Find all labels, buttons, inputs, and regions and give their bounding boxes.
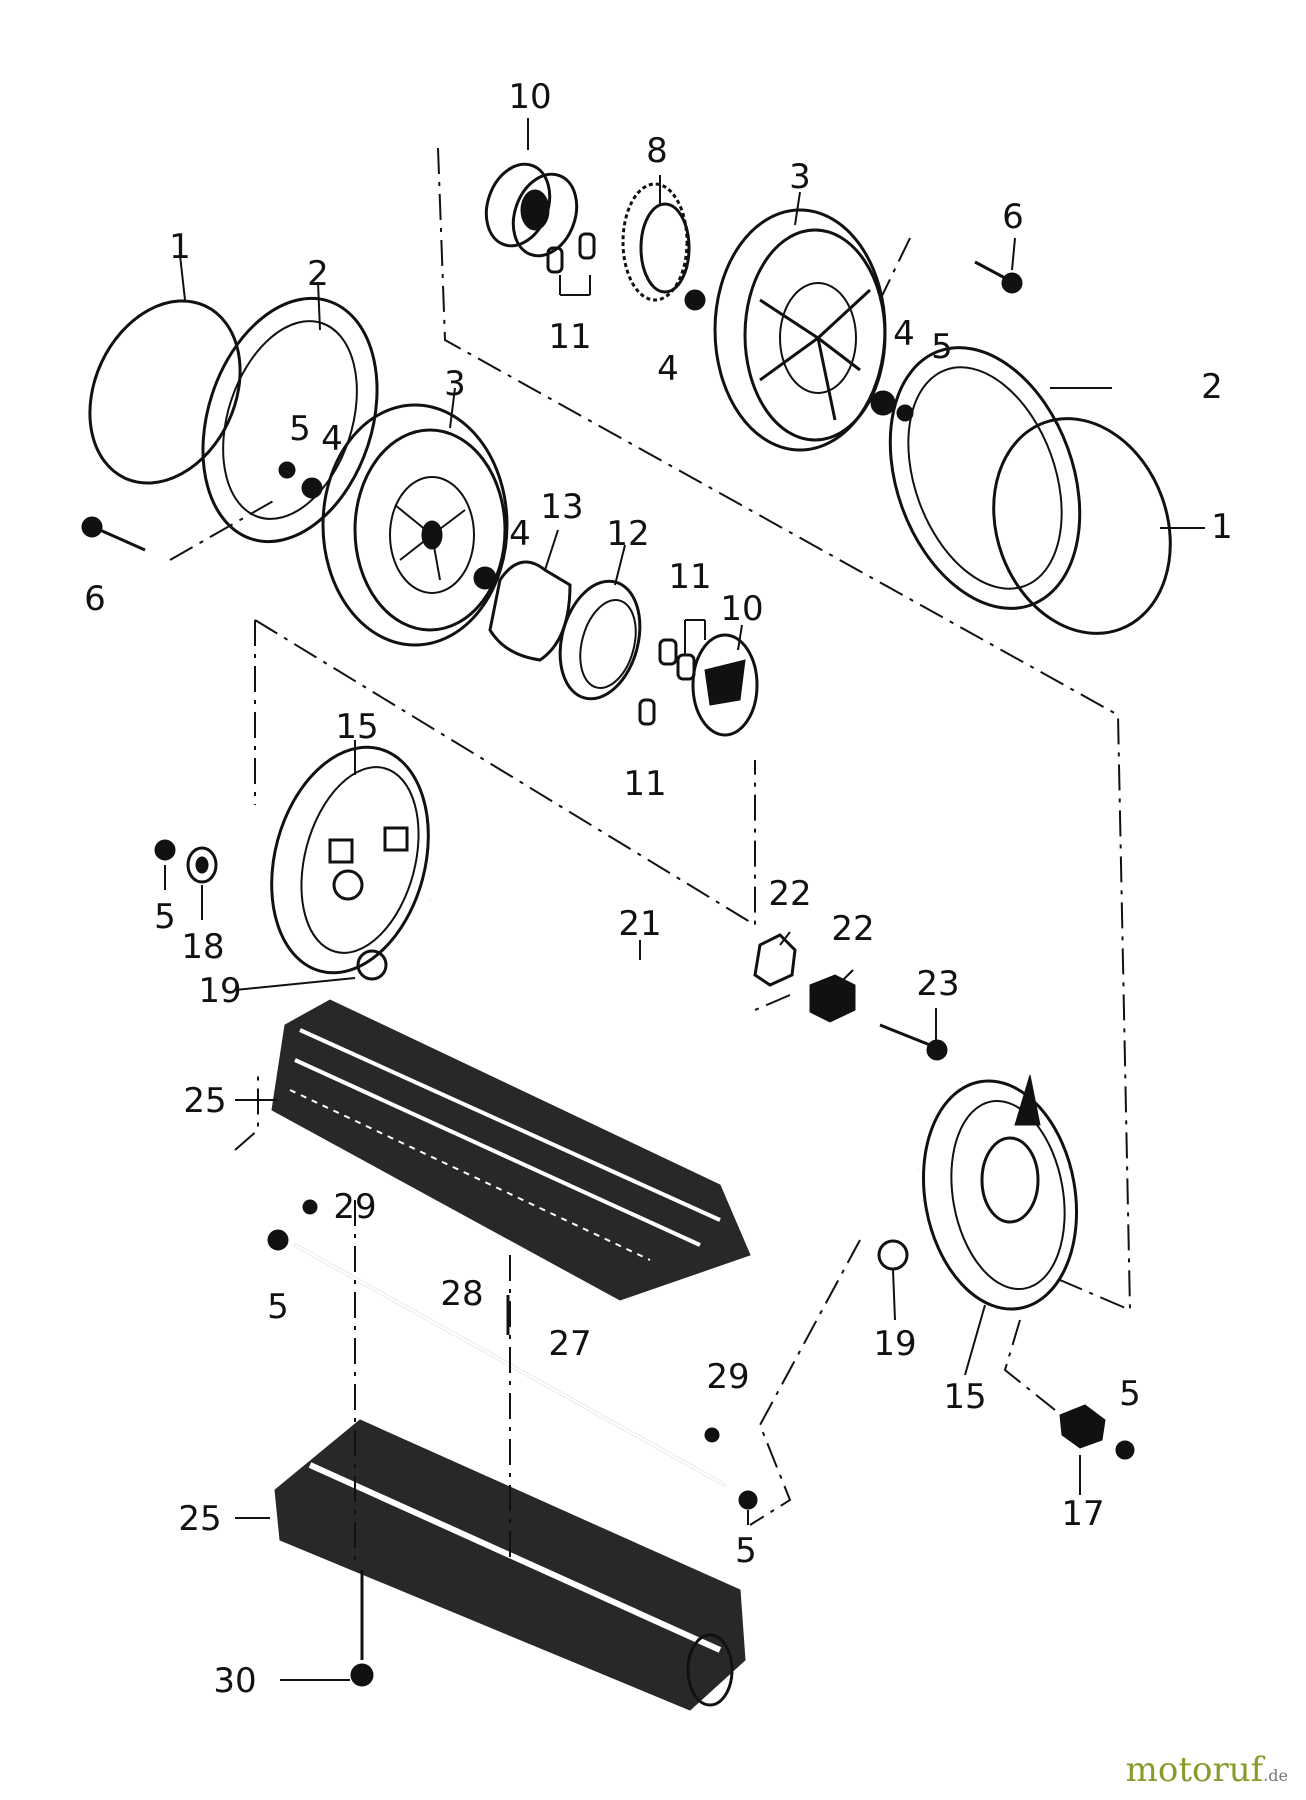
callout-29-right: 29: [706, 1357, 749, 1397]
side-plate-15-left: [270, 745, 430, 975]
callout-4-mid: 4: [509, 514, 531, 554]
watermark-brand: motoruf: [1125, 1750, 1264, 1790]
assembly-lines: [169, 147, 1132, 1560]
callout-1-left: 1: [169, 227, 191, 267]
cap-5-right: [896, 404, 914, 422]
ring-1-right: [992, 417, 1172, 635]
ring-1-left: [88, 299, 242, 485]
callout-23: 23: [916, 964, 959, 1004]
callout-1-right: 1: [1211, 507, 1233, 547]
key-29-right: [704, 1427, 720, 1443]
cap-5-shaft-left: [267, 1229, 289, 1251]
bushing-19-right: [877, 1239, 909, 1271]
callout-3-top: 3: [789, 157, 811, 197]
callout-5-far-left: 5: [154, 897, 176, 937]
tyre-2-right: [888, 346, 1082, 610]
ball-4-left: [301, 477, 323, 499]
callout-11-mid-bottom: 11: [623, 764, 666, 804]
screw-6-left: [81, 516, 146, 552]
clip-22-right: [809, 974, 856, 1023]
bushing-17: [1059, 1404, 1106, 1449]
callout-2-left: 2: [307, 254, 329, 294]
brush-25-upper: [271, 999, 751, 1301]
callout-17: 17: [1061, 1494, 1104, 1534]
callout-18: 18: [181, 927, 224, 967]
pin-11-top: [546, 232, 596, 274]
side-plate-15-right: [921, 1074, 1079, 1311]
cap-5-shaft-right: [738, 1490, 758, 1510]
callout-4-right: 4: [893, 314, 915, 354]
callout-15-left: 15: [335, 707, 378, 747]
ball-4-right: [870, 390, 896, 416]
leader-lines: [164, 118, 1205, 1681]
callout-29-left: 29: [333, 1187, 376, 1227]
callout-3-left: 3: [444, 364, 466, 404]
watermark-suffix: .de: [1263, 1766, 1288, 1785]
cap-5-far-left: [154, 839, 176, 861]
callout-10-top: 10: [508, 77, 551, 117]
callout-labels: 10 8 3 6 1 2 11 4 4 5 2 3 5 4 1 13 4 12 …: [84, 77, 1233, 1701]
hub-10-top: [484, 162, 579, 258]
callout-5-far-right: 5: [1119, 1374, 1141, 1414]
cap-5-left: [278, 461, 296, 479]
callout-4-left: 4: [321, 419, 343, 459]
callout-5-shaft-left: 5: [267, 1287, 289, 1327]
callout-10-mid: 10: [720, 589, 763, 629]
callout-5-right: 5: [931, 327, 953, 367]
callout-25-lower: 25: [178, 1499, 221, 1539]
callout-8: 8: [646, 131, 668, 171]
hub-10-mid: [691, 633, 759, 737]
callout-12: 12: [606, 514, 649, 554]
callout-22-left: 22: [768, 874, 811, 914]
callout-15-right: 15: [943, 1377, 986, 1417]
cap-5-far-right: [1115, 1440, 1135, 1460]
wheel-rim-3-top: [713, 208, 887, 452]
callout-2-right: 2: [1201, 367, 1223, 407]
callout-13: 13: [540, 487, 583, 527]
callout-21: 21: [618, 904, 661, 944]
callout-6-top: 6: [1002, 197, 1024, 237]
ball-4-top: [684, 289, 706, 311]
gear-ring-8: [621, 182, 691, 302]
callout-6-left: 6: [84, 579, 106, 619]
bushing-18: [186, 846, 218, 884]
screw-30: [350, 1570, 374, 1687]
watermark-logo: motoruf.de: [1126, 1750, 1288, 1790]
ball-4-mid: [473, 566, 497, 590]
callout-4-top: 4: [657, 349, 679, 389]
callout-5-left: 5: [289, 409, 311, 449]
belt-13: [488, 560, 572, 662]
key-29-left: [302, 1199, 318, 1215]
callout-19-right: 19: [873, 1324, 916, 1364]
screw-23: [879, 1023, 948, 1061]
callout-19-left: 19: [198, 971, 241, 1011]
handle-axle-21: [429, 898, 919, 1172]
wheel-rim-3-left: [321, 403, 509, 647]
screw-6-top: [974, 260, 1023, 294]
callout-27: 27: [548, 1324, 591, 1364]
callout-22-right: 22: [831, 909, 874, 949]
clip-22-left: [753, 933, 797, 987]
brush-25-lower: [274, 1419, 746, 1711]
callout-11-mid-top: 11: [668, 557, 711, 597]
callout-5-shaft-right: 5: [735, 1531, 757, 1571]
callout-25-upper: 25: [183, 1081, 226, 1121]
bushing-19-left: [356, 949, 388, 981]
callout-28: 28: [440, 1274, 483, 1314]
callout-11-top: 11: [548, 317, 591, 357]
ring-12: [558, 579, 642, 701]
callout-30: 30: [213, 1661, 256, 1701]
